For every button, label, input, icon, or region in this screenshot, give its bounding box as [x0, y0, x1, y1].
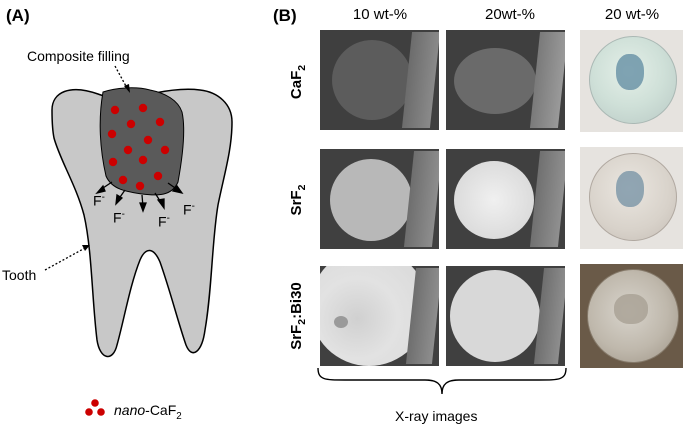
- row-label-srf2-bi30: SrF2:Bi30: [288, 282, 308, 350]
- tooth-label: Tooth: [2, 267, 37, 283]
- row-label-srf2: SrF2: [288, 184, 308, 216]
- column-header-1: 10 wt-%: [352, 6, 408, 23]
- fluoride-release-arrows: [95, 181, 184, 213]
- xray-srf2-20: [446, 149, 565, 249]
- xray-images-caption: X-ray images: [395, 408, 478, 424]
- fluoride-label-1: F-: [93, 192, 105, 209]
- tooth-diagram: [44, 65, 233, 416]
- panel-b-label: (B): [273, 6, 297, 25]
- photo-caf2-20: [580, 30, 683, 132]
- column-header-2: 20wt-%: [484, 6, 536, 23]
- xray-brace: [317, 367, 567, 395]
- xray-srf2-10: [320, 149, 439, 249]
- nanoparticles: [107, 103, 170, 191]
- xray-srf2-bi30-10: [320, 266, 439, 366]
- fluoride-label-4: F-: [183, 201, 195, 218]
- tooth-callout-arrow: [82, 245, 90, 251]
- fluoride-label-3: F-: [158, 213, 170, 230]
- xray-caf2-20: [446, 30, 565, 130]
- panel-a-label: (A): [6, 6, 30, 25]
- nano-caf2-legend: nano-CaF2: [114, 402, 182, 422]
- composite-filling-label: Composite filling: [27, 48, 130, 64]
- photo-srf2-bi30-20: [580, 264, 683, 368]
- row-label-caf2: CaF2: [288, 64, 308, 100]
- fluoride-label-2: F-: [113, 209, 125, 226]
- tooth-callout-line: [44, 247, 86, 271]
- column-header-3: 20 wt-%: [604, 6, 660, 23]
- composite-callout-line: [114, 65, 128, 89]
- legend-dots: [85, 399, 105, 416]
- composite-filling: [99, 87, 185, 196]
- photo-srf2-20: [580, 147, 683, 249]
- xray-caf2-10: [320, 30, 439, 130]
- composite-callout-arrow: [124, 84, 130, 93]
- xray-srf2-bi30-20: [446, 266, 565, 366]
